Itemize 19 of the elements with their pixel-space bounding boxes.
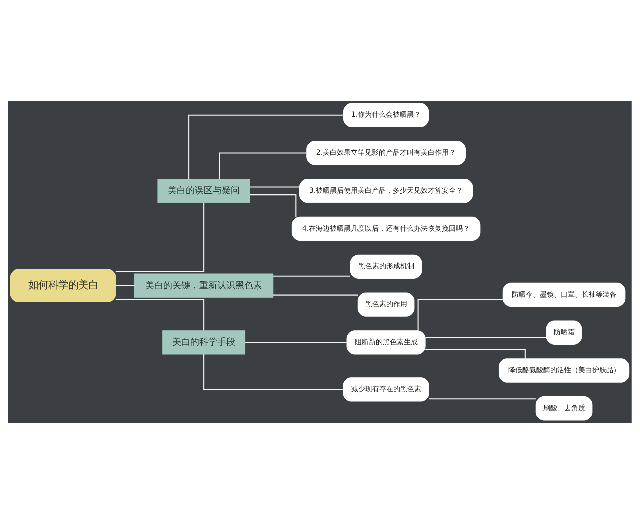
connector	[116, 299, 205, 331]
connector	[418, 299, 503, 331]
connector	[219, 152, 307, 180]
node-box: 美白的关键，重新认识黑色素	[134, 274, 274, 298]
connector	[250, 186, 300, 188]
connector	[188, 114, 344, 180]
node-box: 美白的科学手段	[162, 330, 246, 355]
connector	[429, 398, 536, 400]
connector	[250, 194, 297, 218]
connector	[245, 342, 347, 344]
node-box: 美白的误区与疑问	[158, 179, 250, 204]
connector	[273, 294, 358, 296]
connector	[273, 276, 350, 277]
connector	[426, 349, 526, 359]
node-box: 如何科学的美白	[10, 269, 116, 302]
connector	[116, 203, 205, 272]
connector	[116, 285, 135, 286]
connector	[426, 337, 546, 338]
connector	[204, 354, 344, 390]
